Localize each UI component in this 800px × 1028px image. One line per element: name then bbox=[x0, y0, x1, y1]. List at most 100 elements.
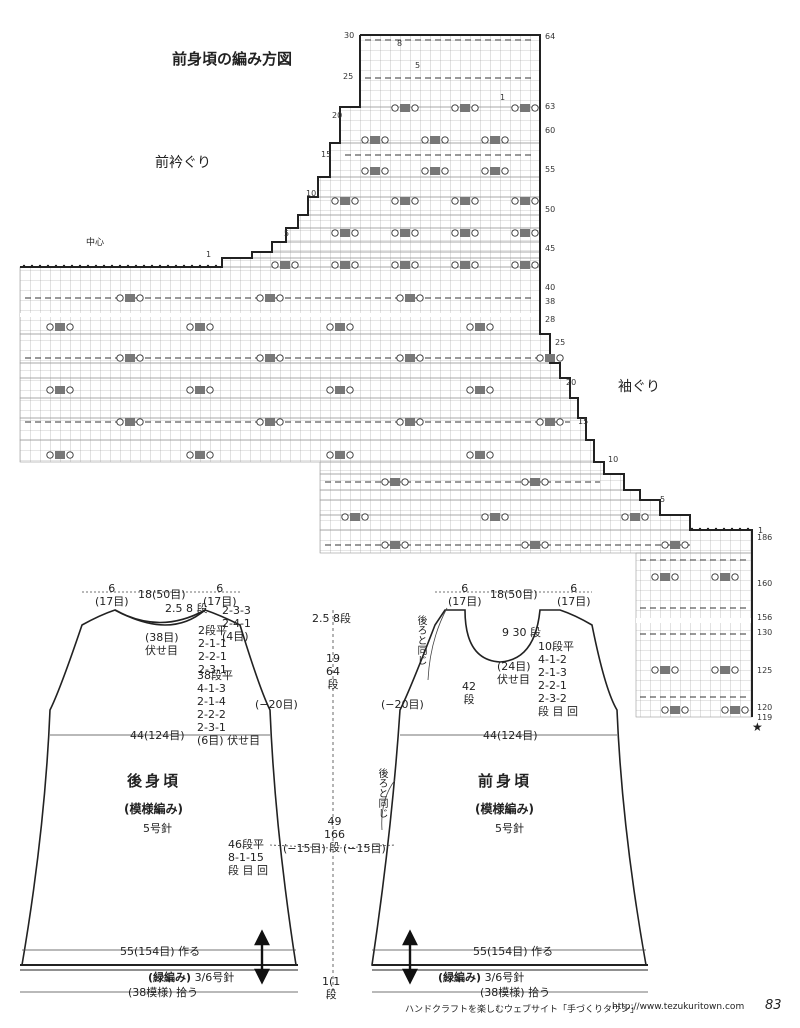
row-number: 125 bbox=[757, 666, 772, 675]
edge-dot bbox=[102, 264, 106, 268]
chart-grid-region bbox=[635, 552, 753, 622]
row-number: 28 bbox=[545, 315, 555, 324]
front-pattern: (模様編み) bbox=[475, 802, 534, 816]
edge-dot bbox=[94, 264, 98, 268]
yarn-over-mark bbox=[671, 666, 679, 674]
yarn-over-mark bbox=[361, 513, 369, 521]
chart-grid-region bbox=[19, 439, 595, 463]
no-stitch-mark bbox=[670, 706, 680, 714]
yarn-over-mark bbox=[381, 167, 389, 175]
schematics bbox=[20, 591, 648, 993]
row-number: 186 bbox=[757, 533, 772, 542]
yarn-over-mark bbox=[541, 541, 549, 549]
yarn-over-mark bbox=[401, 541, 409, 549]
row-number: 20 bbox=[332, 111, 342, 120]
row-number: 30 bbox=[344, 31, 354, 40]
no-stitch-mark bbox=[400, 197, 410, 205]
yarn-over-mark bbox=[116, 354, 124, 362]
front-same-as-back-2: 後ろと同じ bbox=[376, 768, 387, 818]
back-needle: 5号針 bbox=[143, 822, 172, 835]
yarn-over-mark bbox=[331, 197, 339, 205]
yarn-over-mark bbox=[206, 323, 214, 331]
no-stitch-mark bbox=[340, 229, 350, 237]
yarn-over-mark bbox=[661, 706, 669, 714]
arrow-icon bbox=[254, 929, 418, 985]
no-stitch-mark bbox=[405, 418, 415, 426]
back-border: (緑編み) 3/6号針 bbox=[148, 971, 235, 984]
edge-dot bbox=[706, 527, 710, 531]
no-stitch-mark bbox=[405, 294, 415, 302]
yarn-over-mark bbox=[116, 294, 124, 302]
yarn-over-mark bbox=[186, 323, 194, 331]
no-stitch-mark bbox=[125, 354, 135, 362]
row-number: 10 bbox=[608, 455, 618, 464]
yarn-over-mark bbox=[411, 197, 419, 205]
yarn-over-mark bbox=[136, 294, 144, 302]
edge-dot bbox=[206, 264, 210, 268]
yarn-over-mark bbox=[411, 229, 419, 237]
yarn-over-mark bbox=[361, 136, 369, 144]
yarn-over-mark bbox=[351, 261, 359, 269]
no-stitch-mark bbox=[405, 354, 415, 362]
yarn-over-mark bbox=[346, 451, 354, 459]
yarn-over-mark bbox=[621, 513, 629, 521]
edge-dot bbox=[722, 527, 726, 531]
yarn-over-mark bbox=[346, 323, 354, 331]
yarn-over-mark bbox=[536, 354, 544, 362]
back-width: 44(124目) bbox=[130, 729, 185, 742]
chart-outline-neck bbox=[20, 35, 361, 268]
chart-grid-region bbox=[319, 461, 605, 475]
front-neck-bind-off: (24目)伏せ目 bbox=[497, 660, 531, 686]
edge-dot bbox=[22, 264, 26, 268]
yarn-over-mark bbox=[651, 573, 659, 581]
no-stitch-mark bbox=[195, 323, 205, 331]
center-label: 中心 bbox=[86, 238, 105, 248]
front-border: (緑編み) 3/6号針 bbox=[438, 971, 525, 984]
no-stitch-mark bbox=[400, 104, 410, 112]
row-number: 38 bbox=[545, 297, 555, 306]
chart-outline-top bbox=[360, 34, 541, 315]
yarn-over-mark bbox=[501, 513, 509, 521]
row-number: 45 bbox=[545, 244, 555, 253]
no-stitch-mark bbox=[390, 478, 400, 486]
footer-url[interactable]: http://www.tezukuritown.com bbox=[612, 1002, 745, 1012]
chart-grid-region bbox=[319, 489, 641, 501]
row-number: 40 bbox=[545, 283, 555, 292]
yarn-over-mark bbox=[291, 261, 299, 269]
yarn-over-mark bbox=[451, 261, 459, 269]
yarn-over-mark bbox=[136, 418, 144, 426]
edge-dot bbox=[690, 527, 694, 531]
front-neck-height: 9 30 段 bbox=[502, 626, 541, 639]
knitting-chart: 3025201510516463605550454038282520151051… bbox=[19, 31, 772, 722]
yarn-over-mark bbox=[441, 136, 449, 144]
back-top-left-dim: 6(17目) bbox=[95, 582, 129, 608]
no-stitch-mark bbox=[125, 418, 135, 426]
back-hem: 55(154目) 作る bbox=[120, 945, 201, 958]
no-stitch-mark bbox=[530, 541, 540, 549]
yarn-over-mark bbox=[331, 229, 339, 237]
yarn-over-mark bbox=[411, 104, 419, 112]
chart-grid-region bbox=[19, 266, 541, 316]
yarn-over-mark bbox=[276, 354, 284, 362]
no-stitch-mark bbox=[475, 386, 485, 394]
yarn-over-mark bbox=[466, 386, 474, 394]
no-stitch-mark bbox=[460, 261, 470, 269]
back-neck-curve bbox=[114, 609, 206, 624]
back-armhole-decrease: (−20目) bbox=[255, 698, 298, 711]
row-number: 15 bbox=[578, 417, 588, 426]
chart-grid-region bbox=[221, 257, 541, 268]
row-number: 10 bbox=[306, 189, 316, 198]
row-number: 63 bbox=[545, 102, 555, 111]
edge-dot bbox=[110, 264, 114, 268]
yarn-over-mark bbox=[391, 197, 399, 205]
row-number: 25 bbox=[343, 72, 353, 81]
row-number: 160 bbox=[757, 579, 772, 588]
yarn-over-mark bbox=[391, 104, 399, 112]
yarn-over-mark bbox=[486, 323, 494, 331]
yarn-over-mark bbox=[186, 451, 194, 459]
yarn-over-mark bbox=[481, 136, 489, 144]
